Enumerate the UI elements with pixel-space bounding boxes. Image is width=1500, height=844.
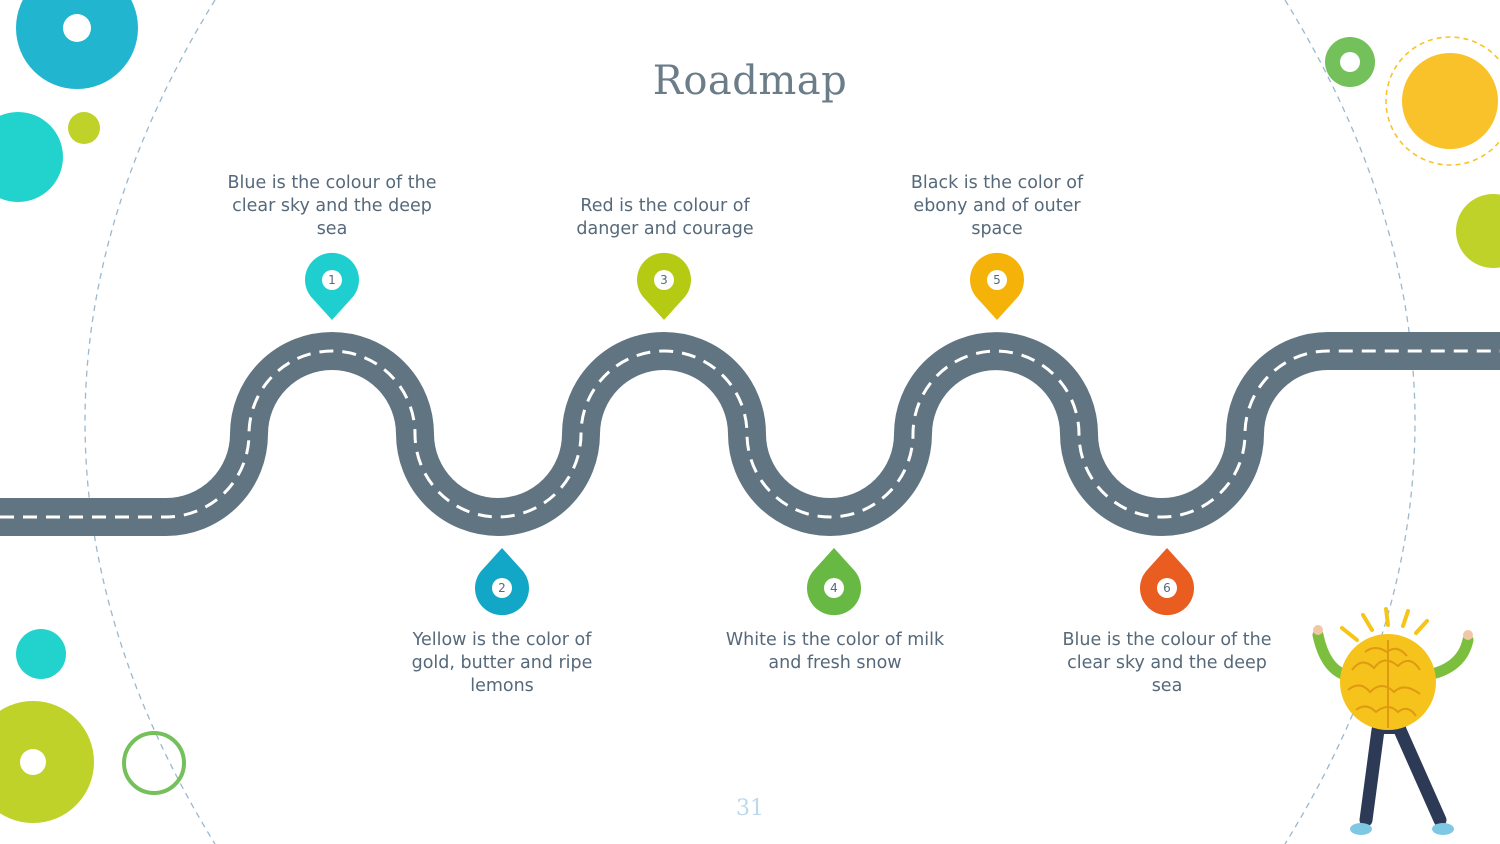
- mascot-brain-character-icon: [1312, 607, 1474, 835]
- decoration-bottom-left: [0, 629, 186, 823]
- teal-small-dot-decoration: [16, 629, 66, 679]
- pin-number-badge: [824, 578, 844, 598]
- blue-ring-decoration: [16, 0, 138, 89]
- milestone-1-caption: Blue is the colour of the clear sky and …: [227, 173, 437, 239]
- milestone-pin-4: 4: [807, 548, 862, 616]
- left-guide-arc: [84, 0, 216, 844]
- milestone-4-caption: White is the color of milk and fresh sno…: [725, 630, 945, 673]
- milestone-pin-2: 2: [475, 548, 530, 616]
- pin-number-label: 4: [830, 581, 838, 595]
- milestone-5-caption: Black is the color of ebony and of outer…: [910, 173, 1084, 239]
- milestone-pin-3: 3: [637, 252, 692, 320]
- pin-number-badge: [987, 270, 1007, 290]
- pin-number-label: 5: [993, 273, 1001, 287]
- lime-half-dot-decoration: [1456, 194, 1500, 268]
- teal-dot-decoration: [0, 112, 63, 202]
- milestone-6-caption: Blue is the colour of the clear sky and …: [1062, 630, 1272, 696]
- pin-number-label: 3: [660, 273, 668, 287]
- lime-dot-decoration: [68, 112, 100, 144]
- milestone-2-caption: Yellow is the color of gold, butter and …: [411, 630, 593, 696]
- page-number: 31: [736, 796, 764, 821]
- pin-number-badge: [322, 270, 342, 290]
- decoration-top-right: [1325, 36, 1500, 268]
- pin-number-label: 1: [328, 273, 336, 287]
- pin-number-badge: [1157, 578, 1177, 598]
- pin-number-label: 2: [498, 581, 506, 595]
- milestone-pin-1: 1: [305, 252, 359, 320]
- green-outline-ring-decoration: [122, 731, 186, 795]
- winding-road: [0, 332, 1500, 536]
- slide-title: Roadmap: [652, 58, 848, 104]
- pin-number-label: 6: [1163, 581, 1171, 595]
- milestone-pin-6: 6: [1140, 548, 1194, 616]
- milestone-pins: 1 2 3 4 5 6: [305, 252, 1194, 616]
- pin-number-badge: [492, 578, 512, 598]
- lime-ring-decoration: [0, 701, 94, 823]
- sun-decoration: [1402, 53, 1498, 149]
- pin-number-badge: [654, 270, 674, 290]
- milestone-pin-5: 5: [970, 252, 1024, 320]
- decoration-top-left: [0, 0, 138, 202]
- milestone-3-caption: Red is the colour of danger and courage: [576, 196, 754, 239]
- sun-outline-decoration: [1385, 36, 1500, 166]
